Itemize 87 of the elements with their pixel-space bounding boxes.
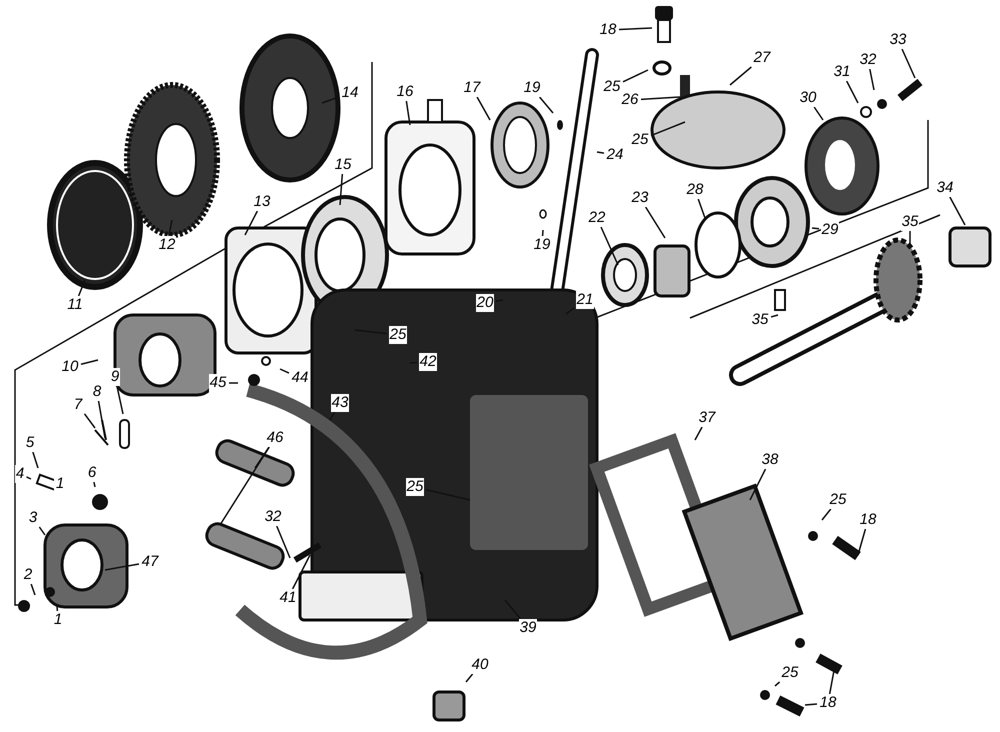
leader-line [465, 674, 474, 682]
callout-number: 31 [832, 63, 852, 81]
leader-line [804, 703, 818, 706]
callout-number: 38 [760, 451, 780, 469]
leader-line [339, 174, 344, 206]
callout-number: 18 [858, 511, 878, 529]
leader-line [280, 368, 290, 374]
callout-number: 4 [14, 465, 26, 483]
callout-number: 45 [208, 374, 228, 392]
leader-line [229, 382, 238, 384]
callout-number: 34 [936, 179, 954, 197]
callout-number: 37 [698, 409, 716, 427]
leader-line [26, 476, 32, 480]
leader-line [30, 584, 36, 596]
callout-number: 20 [476, 294, 494, 312]
leader-line [476, 96, 491, 120]
leader-line [329, 412, 336, 420]
callout-number: 5 [24, 434, 36, 452]
leader-line [538, 96, 554, 114]
leader-line [542, 230, 544, 236]
callout-number: 19 [522, 79, 542, 97]
callout-number: 28 [686, 181, 704, 199]
leader-line [596, 151, 604, 154]
leader-line [38, 526, 46, 536]
leader-line [78, 280, 86, 296]
leader-line [770, 314, 778, 318]
leader-line [566, 308, 574, 315]
leader-line [93, 482, 96, 488]
leader-line [869, 68, 875, 90]
leader-line [618, 27, 652, 30]
callout-number: 30 [798, 89, 818, 107]
callout-number: 16 [396, 83, 414, 101]
leader-line [80, 359, 98, 365]
leader-line [698, 198, 706, 218]
leader-line [749, 468, 766, 500]
callout-number: 43 [330, 394, 350, 412]
leader-line [354, 329, 388, 334]
leader-line [504, 600, 522, 620]
leader-line [56, 606, 58, 612]
leader-line [774, 681, 780, 687]
callout-number: 46 [266, 429, 284, 447]
callout-number: 33 [888, 31, 908, 49]
leader-line [98, 400, 106, 438]
callout-number: 23 [630, 189, 650, 207]
leader-line [644, 206, 666, 238]
leader-line [901, 48, 916, 78]
callout-number: 25 [406, 478, 424, 496]
callout-number: 25 [828, 491, 848, 509]
leader-line [116, 386, 124, 414]
leader-line [650, 121, 686, 136]
leader-line [857, 528, 866, 556]
callout-number: 32 [858, 51, 878, 69]
leader-line [814, 106, 824, 120]
leader-line [694, 426, 703, 440]
leader-line [292, 554, 311, 590]
callout-number: 2 [22, 566, 34, 584]
callout-number: 6 [86, 464, 98, 482]
callout-number: 13 [252, 193, 272, 211]
callout-number: 42 [418, 353, 438, 371]
leader-line [32, 452, 39, 468]
callout-number: 17 [462, 79, 482, 97]
leader-line [949, 196, 966, 226]
leader-line [254, 446, 270, 468]
leader-line [622, 69, 648, 82]
leader-line [84, 413, 96, 428]
callout-number: 40 [470, 656, 490, 674]
leader-line [821, 508, 832, 520]
callout-number: 35 [900, 213, 920, 231]
leader-line [244, 210, 258, 236]
callout-number: 8 [92, 383, 102, 401]
callout-number: 9 [110, 368, 120, 386]
leader-line [426, 488, 470, 501]
callout-number: 22 [588, 209, 606, 227]
leader-line [730, 66, 752, 86]
callout-number: 32 [264, 508, 282, 526]
leader-line [276, 526, 291, 558]
leader-line [640, 96, 680, 100]
leader-line [104, 563, 140, 571]
leader-line [600, 226, 619, 266]
leader-line [846, 80, 859, 104]
callout-number: 21 [576, 291, 594, 309]
leader-line [168, 220, 173, 236]
leader-line [909, 231, 911, 245]
leader-line [219, 446, 270, 526]
callout-number: 25 [388, 326, 408, 344]
leader-line [812, 227, 820, 230]
leader-line [406, 100, 411, 126]
